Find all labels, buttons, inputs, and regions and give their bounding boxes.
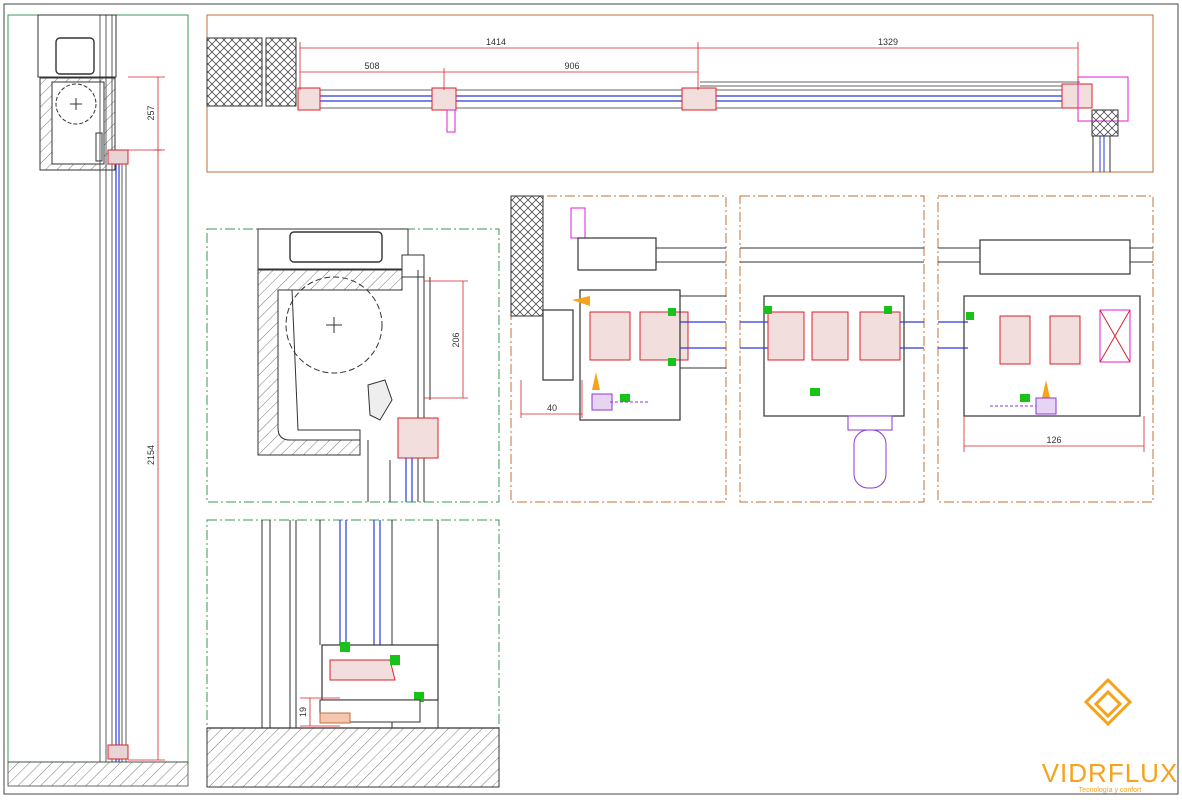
dim-plan-total-right: 1329 xyxy=(878,37,898,47)
elevation-view xyxy=(7,14,189,787)
dim-plan-total-left: 1414 xyxy=(486,37,506,47)
plan-view xyxy=(206,14,1154,173)
dim-elev-height: 2154 xyxy=(146,445,156,465)
jamb-detail-left xyxy=(510,195,727,503)
logo-name: VIDRFLUX xyxy=(1042,758,1179,788)
logo-tagline: Tecnología y confort xyxy=(1079,787,1142,794)
box-section-detail xyxy=(206,228,500,503)
mullion-detail xyxy=(739,195,925,503)
diamond-logo-icon xyxy=(1083,677,1133,727)
dim-box-section: 206 xyxy=(451,332,461,347)
sheet-border xyxy=(3,3,1179,795)
jamb-detail-right xyxy=(937,195,1154,503)
dim-detail-left: 40 xyxy=(547,403,557,413)
dim-plan-leaf-left: 508 xyxy=(364,61,379,71)
dim-sill-height: 19 xyxy=(298,707,308,717)
dim-detail-right: 126 xyxy=(1046,435,1061,445)
dim-plan-leaf-mid: 906 xyxy=(564,61,579,71)
vidrflux-logo: VIDRFLUX Tecnología y confort xyxy=(1042,677,1179,794)
sill-section-detail xyxy=(206,519,500,788)
dim-elev-box: 257 xyxy=(146,105,156,120)
